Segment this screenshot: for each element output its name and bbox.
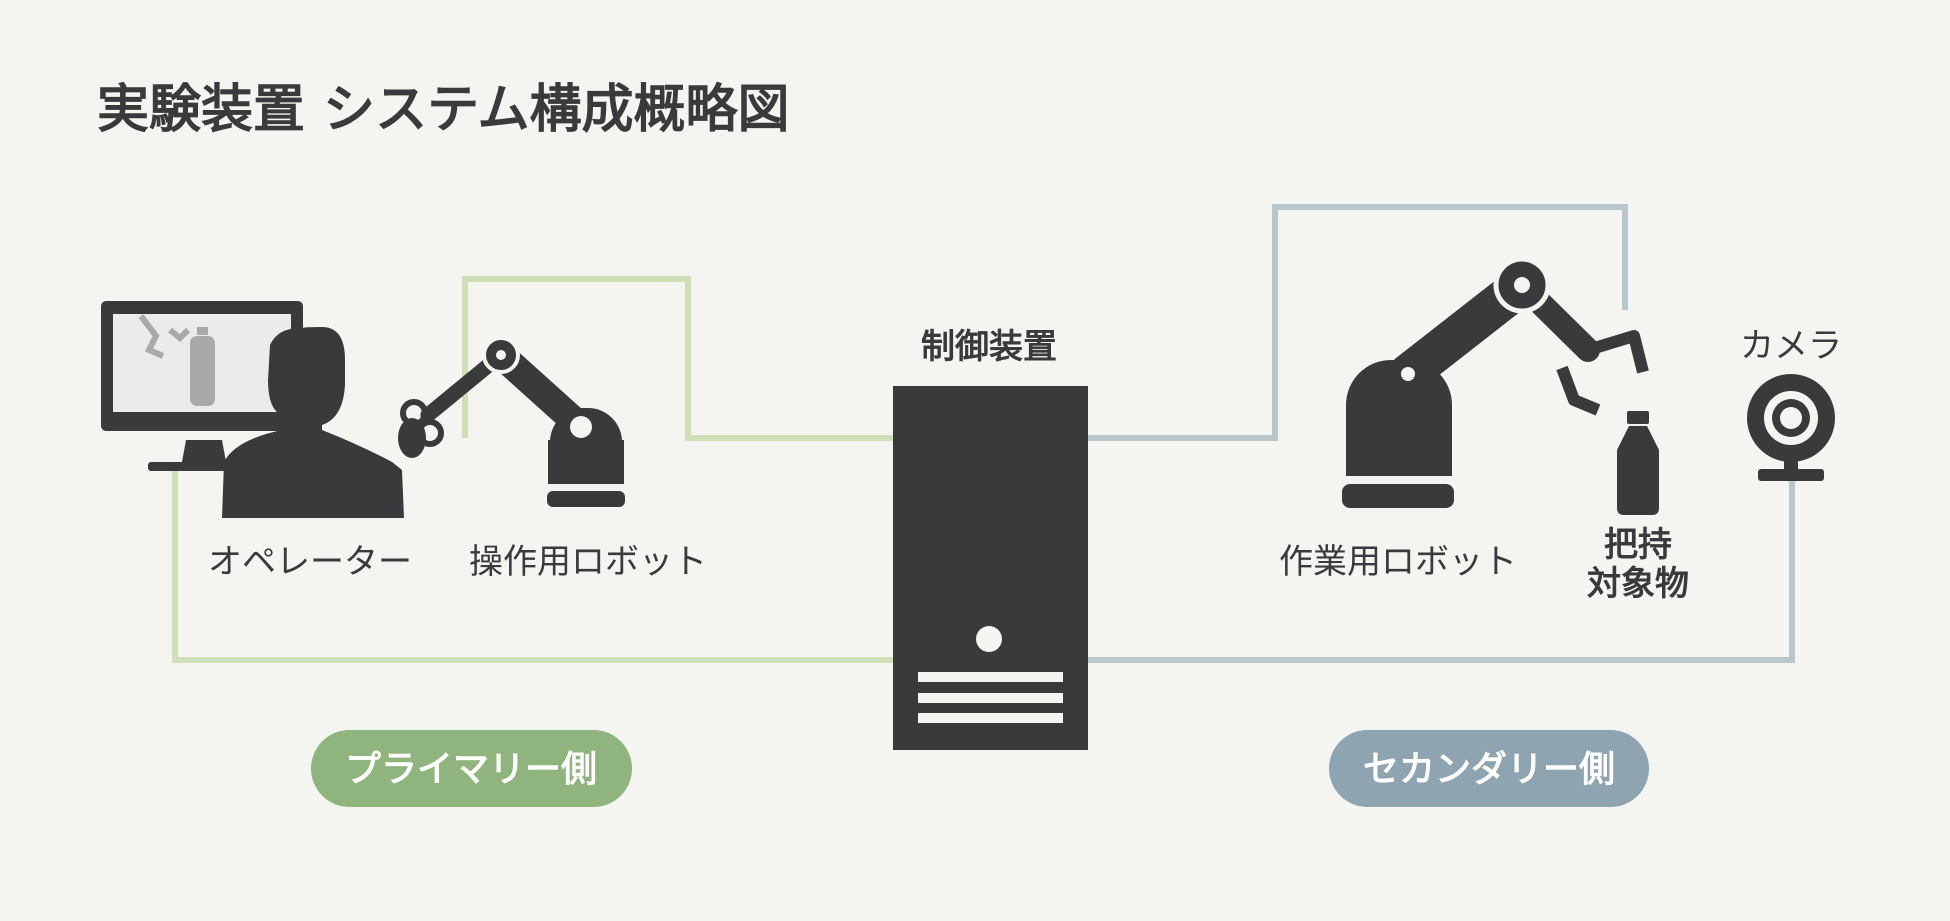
secondary-link-upper (1088, 204, 1628, 441)
operation-robot-label: 操作用ロボット (469, 542, 707, 582)
secondary-link-lower (1088, 475, 1795, 663)
controller-tower-icon (893, 386, 1088, 750)
page-title: 実験装置 システム構成概略図 (97, 80, 790, 140)
secondary-side-label: セカンダリー側 (1363, 749, 1615, 790)
bottle-icon (1617, 411, 1659, 515)
grasp-object-label-line2: 対象物 (1587, 564, 1689, 604)
camera-icon (1747, 374, 1835, 481)
primary-link-lower (172, 465, 893, 663)
grasp-object-label-line1: 把持 (1604, 525, 1672, 565)
camera-label: カメラ (1740, 326, 1842, 366)
controller-label: 制御装置 (921, 327, 1057, 367)
primary-link-upper (462, 276, 893, 441)
operator-label: オペレーター (208, 542, 412, 582)
monitor-icon (101, 301, 303, 471)
work-robot-label: 作業用ロボット (1279, 542, 1517, 582)
primary-side-badge: プライマリー側 (311, 730, 632, 807)
secondary-connections (1088, 204, 1795, 663)
primary-side-label: プライマリー側 (345, 749, 597, 790)
secondary-side-badge: セカンダリー側 (1329, 730, 1649, 807)
work-robot-icon (1342, 256, 1649, 508)
operation-robot-icon (400, 336, 625, 507)
primary-connections (172, 276, 893, 663)
